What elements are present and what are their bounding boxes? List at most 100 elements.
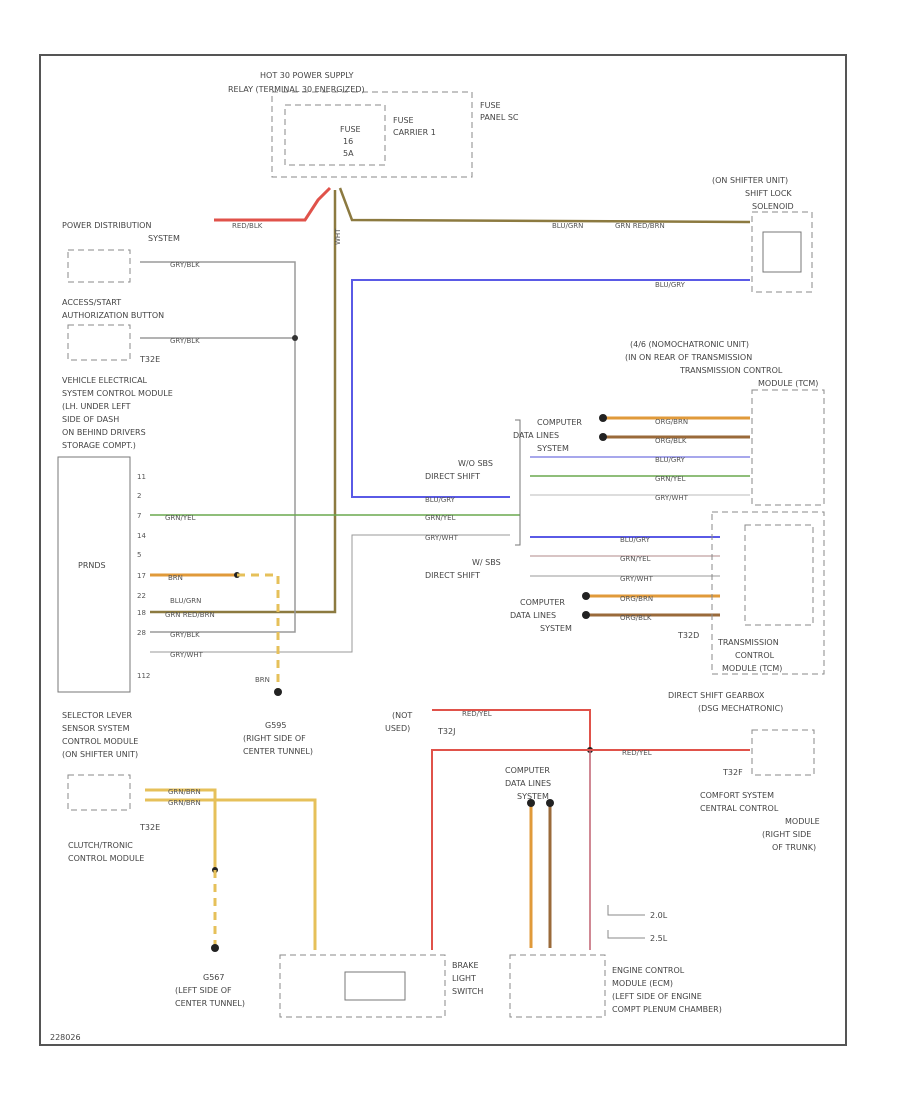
label-access-2: AUTHORIZATION BUTTON: [62, 311, 164, 320]
trans-box: [751, 389, 825, 506]
label-g595-2: (RIGHT SIDE OF: [243, 734, 306, 743]
wire-yellow-2: [145, 798, 317, 950]
label-selector-4: (ON SHIFTER UNIT): [62, 750, 138, 759]
label-dsg-2: (DSG MECHATRONIC): [698, 704, 783, 713]
pin-2: 2: [137, 492, 141, 500]
label-g595-3: CENTER TUNNEL): [243, 747, 313, 756]
label-fuse-id-1: FUSE: [340, 125, 361, 134]
label-directshift-a-1: W/O SBS: [458, 459, 493, 468]
label-clutch-1: CLUTCH/TRONIC: [68, 841, 133, 850]
shiftlock-box: [751, 211, 813, 293]
splice-dot-access: [292, 335, 298, 341]
label-g567-3: CENTER TUNNEL): [175, 999, 245, 1008]
label-tcm-1: TRANSMISSION: [717, 638, 779, 647]
pin-11: 11: [137, 473, 146, 481]
label-directshift-b-2: DIRECT SHIFT: [425, 571, 480, 580]
wire-olive-shiftlock: [338, 187, 751, 224]
label-comfort-2: CENTRAL CONTROL: [700, 804, 779, 813]
selector-box: [67, 774, 131, 811]
label-trans-3: TRANSMISSION CONTROL: [679, 366, 783, 375]
label-shiftlock-1: (ON SHIFTER UNIT): [712, 176, 788, 185]
label-selector-3: CONTROL MODULE: [62, 737, 138, 746]
wire-eng-opt1: [607, 905, 645, 916]
bracket-left-group: [515, 419, 521, 546]
label-compdata-3: SYSTEM: [537, 444, 569, 453]
wire-olive-vertical: [150, 190, 337, 614]
pin-28: 28: [137, 629, 146, 637]
pin-17: 17: [137, 572, 146, 580]
label-compdata-low-2: DATA LINES: [505, 779, 551, 788]
ground-dot-g567: [211, 944, 219, 952]
label-engine-1: ENGINE CONTROL: [612, 966, 685, 975]
label-clutch-2: CONTROL MODULE: [68, 854, 144, 863]
wire-label-blugrn-1: BLU/GRN: [552, 222, 583, 230]
tcm-inner: [744, 524, 814, 626]
wire-dashed-g595: [237, 573, 280, 690]
label-notused-2: USED): [385, 724, 410, 733]
label-compdata-bot-3: SYSTEM: [540, 624, 572, 633]
label-vescm-6: STORAGE COMPT.): [62, 441, 136, 450]
label-fuse-panel-1: FUSE: [480, 101, 501, 110]
label-directshift-b-1: W/ SBS: [472, 558, 501, 567]
label-shiftlock-2: SHIFT LOCK: [745, 189, 792, 198]
wire-label-orgbrn-1: ORG/BRN: [655, 418, 688, 426]
label-directshift-a-2: DIRECT SHIFT: [425, 472, 480, 481]
wire-red-notused: [432, 709, 591, 750]
label-conn-t32j: T32J: [437, 727, 455, 736]
pin-5: 5: [137, 551, 141, 559]
label-trans-1: (4/6 (NOMOCHATRONIC UNIT): [630, 340, 749, 349]
wire-label-orgbrn-2: ORG/BRN: [620, 595, 653, 603]
dot-org-top2: [599, 433, 607, 441]
powerdist-box: [67, 249, 131, 283]
wire-label-blugry-3: BLU/GRY: [425, 496, 456, 504]
label-compdata-2: DATA LINES: [513, 431, 559, 440]
wire-red-brake: [431, 749, 590, 950]
wire-label-grnbrn-2: GRN/BRN: [168, 799, 201, 807]
wire-label-grnyel-4: GRN/YEL: [620, 555, 651, 563]
label-conn-t32e: T32E: [139, 355, 160, 364]
fuse-panel-box: [271, 91, 473, 178]
ecm-box: [509, 954, 606, 1018]
wire-label-grywht-2: GRY/WHT: [425, 534, 459, 542]
label-g567-2: (LEFT SIDE OF: [175, 986, 232, 995]
dot-ecm2: [546, 799, 554, 807]
pin-112: 112: [137, 672, 150, 680]
label-access-1: ACCESS/START: [62, 298, 121, 307]
wire-label-blugrn-2: BLU/GRN: [170, 597, 201, 605]
wire-label-blugry-1: BLU/GRY: [655, 281, 686, 289]
label-vescm-5: ON BEHIND DRIVERS: [62, 428, 146, 437]
label-compdata-bot-2: DATA LINES: [510, 611, 556, 620]
wire-label-grywht-1: GRY/WHT: [655, 494, 689, 502]
label-conn-t32d: T32D: [677, 631, 699, 640]
tcm-box: [711, 511, 825, 675]
wire-label-grnyel-1: GRN/YEL: [655, 475, 686, 483]
wire-label-blugry-4: BLU/GRY: [620, 536, 651, 544]
wire-label-brn-1: BRN: [168, 574, 183, 582]
label-eng-opt-1: 2.0L: [650, 911, 668, 920]
wire-label-redblk-1: RED/BLK: [232, 222, 263, 230]
label-vescm-4: SIDE OF DASH: [62, 415, 119, 424]
label-compdata-low-3: SYSTEM: [517, 792, 549, 801]
label-fuse-panel-2: PANEL SC: [480, 113, 519, 122]
wire-label-grywht-3: GRY/WHT: [620, 575, 654, 583]
label-powerdist-2: SYSTEM: [148, 234, 180, 243]
label-hot-supply-1: HOT 30 POWER SUPPLY: [260, 71, 354, 80]
label-prnds: PRNDS: [78, 561, 106, 570]
label-vescm-3: (LH. UNDER LEFT: [62, 402, 131, 411]
label-conn-t32f: T32F: [722, 768, 743, 777]
shiftlock-inner: [762, 231, 802, 273]
label-hot-supply-2: RELAY (TERMINAL 30 ENERGIZED): [228, 85, 365, 94]
label-compdata-bot-1: COMPUTER: [520, 598, 565, 607]
pin-18: 18: [137, 609, 146, 617]
wire-label-gryblk-1: GRY/BLK: [170, 261, 200, 269]
label-trans-4: MODULE (TCM): [758, 379, 818, 388]
dot-org-top1: [599, 414, 607, 422]
label-selector-2: SENSOR SYSTEM: [62, 724, 130, 733]
diagram-frame: [39, 54, 847, 1046]
label-fuse-carrier-1: FUSE: [393, 116, 414, 125]
wire-label-grnred-1: GRN RED/BRN: [615, 222, 665, 230]
label-compdata-1: COMPUTER: [537, 418, 582, 427]
vescm-box: [57, 456, 131, 693]
label-engine-2: MODULE (ECM): [612, 979, 673, 988]
